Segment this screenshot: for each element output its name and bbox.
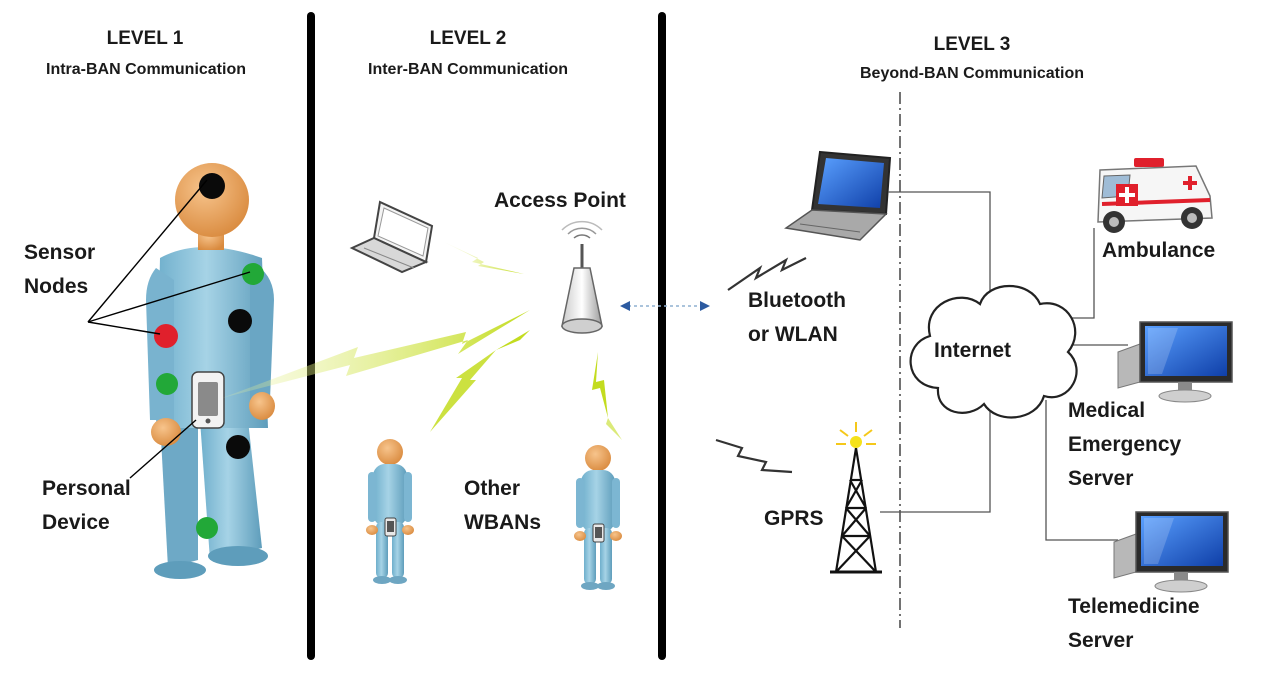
ambulance-label: Ambulance: [1102, 239, 1216, 262]
medical-server-computer-icon: [1117, 321, 1233, 403]
internet-cloud-icon: [909, 284, 1078, 419]
wireless-bolt-icon: [430, 330, 530, 432]
person-body-figure: [146, 163, 275, 579]
wireless-bolt-icon: [222, 310, 530, 398]
internet-label: Internet: [934, 339, 1012, 362]
personal-device-label-line-1: Personal: [42, 477, 131, 500]
telemedicine-server-computer-icon: [1113, 511, 1229, 593]
tower-signal-icon: [836, 422, 876, 448]
medical-server-label-line-2: Emergency: [1068, 433, 1182, 456]
personal-device-label-line-2: Device: [42, 511, 110, 534]
medical-server-label-line-3: Server: [1068, 467, 1134, 490]
sensor-node-shoulder: [242, 263, 264, 285]
gprs-label: GPRS: [764, 507, 824, 530]
wireless-bolt-icon: [444, 242, 524, 274]
gprs-tower-icon: [830, 447, 882, 574]
medical-server-label-line-1: Medical: [1068, 399, 1146, 422]
telemedicine-server-label-line-2: Server: [1068, 629, 1134, 652]
access-point-icon: [561, 220, 603, 334]
other-wbans-label-line-2: WBANs: [464, 511, 541, 534]
personal-device-icon: [191, 371, 225, 429]
access-point-link: [620, 301, 710, 311]
laptop-icon: [349, 200, 434, 274]
network-wiring: [880, 191, 1128, 541]
sensor-nodes-label-line-1: Sensor: [24, 241, 96, 264]
sensor-node-hip: [226, 435, 250, 459]
bluetooth-wlan-label-line-1: Bluetooth: [748, 289, 846, 312]
bluetooth-wlan-label-line-2: or WLAN: [748, 323, 838, 346]
level-2-subtitle: Inter-BAN Communication: [368, 61, 568, 78]
level-3-title: LEVEL 3: [933, 34, 1011, 55]
telemedicine-server-label-line-1: Telemedicine: [1068, 595, 1200, 618]
sensor-node-chest: [228, 309, 252, 333]
level-1-title: LEVEL 1: [106, 28, 184, 49]
sensor-node-arm-green: [156, 373, 178, 395]
level-2-title: LEVEL 2: [429, 28, 507, 49]
level-1-subtitle: Intra-BAN Communication: [46, 61, 246, 78]
other-wban-person-right: [573, 444, 623, 591]
ambulance-icon: [1097, 158, 1213, 233]
laptop-icon: [784, 150, 892, 241]
sensor-node-head: [199, 173, 225, 199]
access-point-label: Access Point: [494, 189, 626, 212]
other-wbans-label-line-1: Other: [464, 477, 521, 500]
sensor-node-leg: [196, 517, 218, 539]
wireless-bolt-icon: [715, 257, 807, 474]
wireless-bolt-icon: [592, 352, 622, 440]
sensor-nodes-label-line-2: Nodes: [24, 275, 89, 298]
sensor-pointer-lines: [87, 179, 251, 479]
level-3-subtitle: Beyond-BAN Communication: [860, 65, 1084, 82]
other-wban-person-left: [365, 438, 415, 585]
sensor-node-arm-red: [154, 324, 178, 348]
